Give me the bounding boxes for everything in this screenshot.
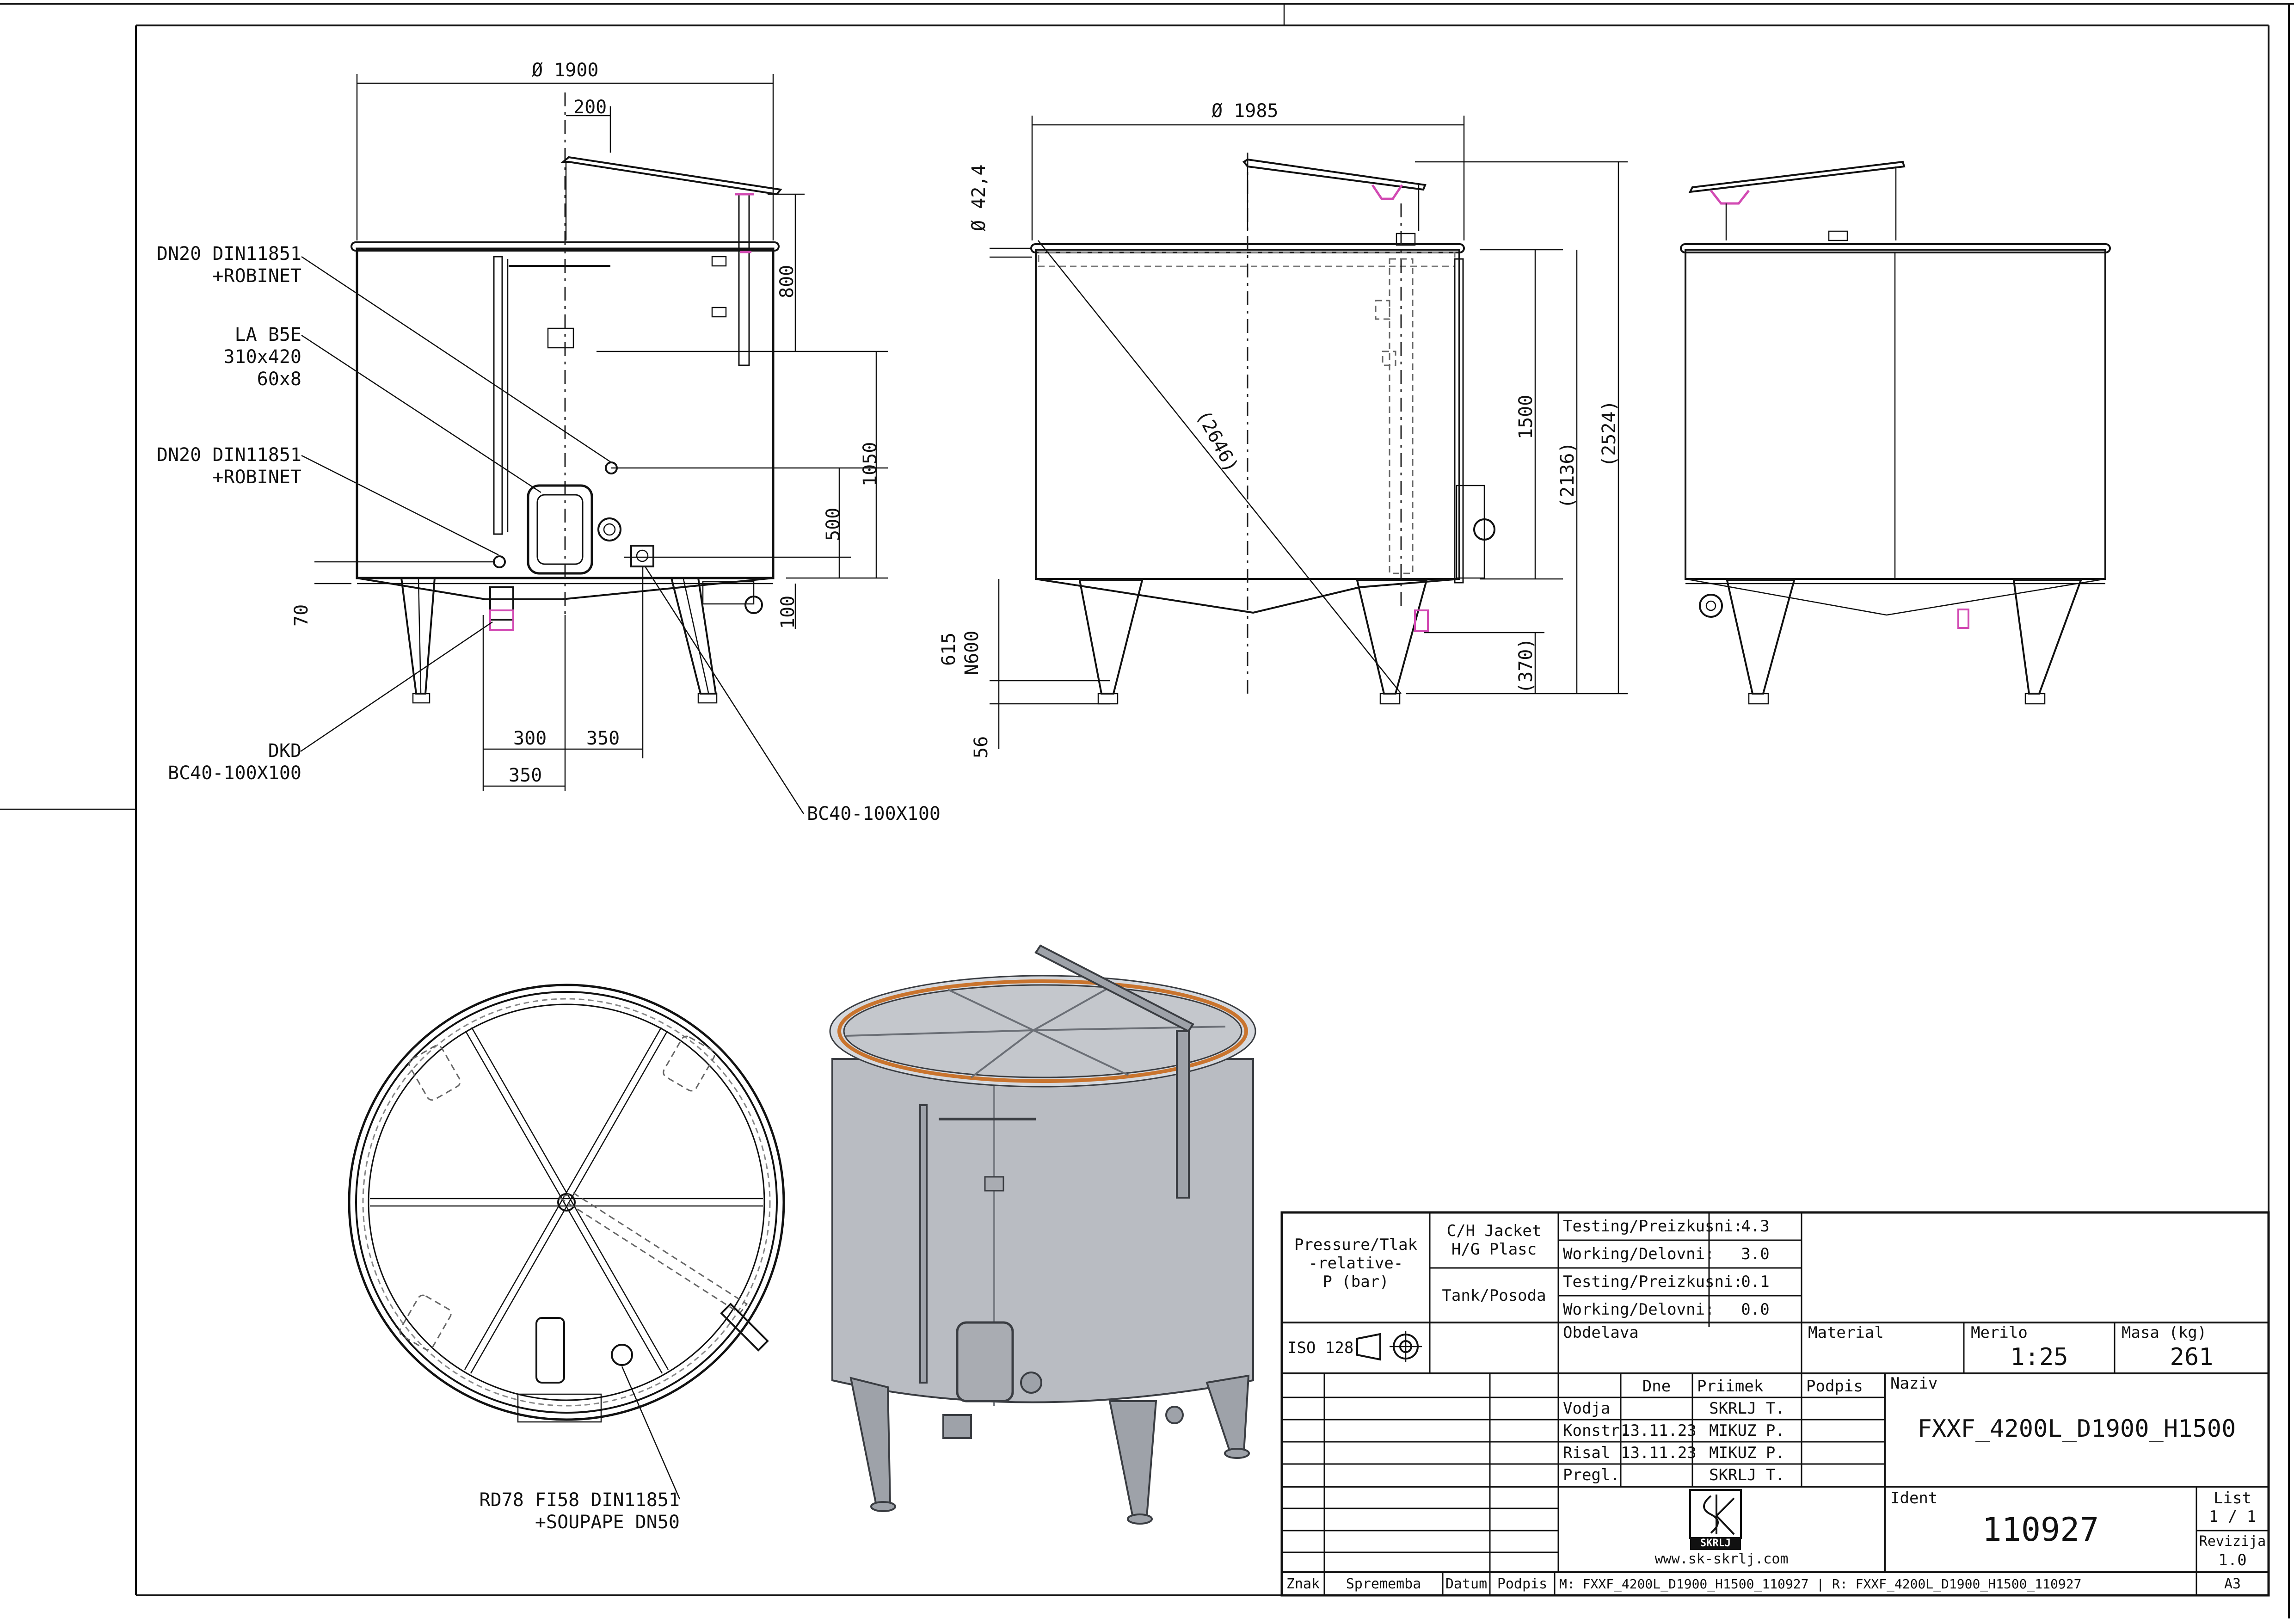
footer-podpis: Podpis (1497, 1576, 1548, 1592)
logo-text: SKRLJ (1700, 1538, 1731, 1549)
staff-3-name: MIKUZ P. (1709, 1444, 1785, 1462)
pressure-label: Pressure/Tlak -relative- P (bar) (1294, 1236, 1418, 1291)
side-foot-a-dim: 615 (938, 632, 959, 666)
tank-label: Tank/Posoda (1442, 1286, 1546, 1305)
side-foot-c-dim: 56 (971, 736, 992, 758)
row-3-label: Testing/Preizkusni: (1563, 1273, 1743, 1291)
ident-value: 110927 (1982, 1511, 2099, 1549)
staff-3-date: 13.11.23 (1621, 1444, 1697, 1462)
sheet-format: A3 (2224, 1576, 2241, 1592)
staff-3-role: Risal (1563, 1444, 1611, 1462)
front-manway-height-dim: 500 (823, 507, 844, 541)
row-3-value: 0.1 (1741, 1273, 1770, 1291)
callout-outlet-right: BC40-100X100 (807, 803, 941, 824)
header-dne: Dne (1642, 1377, 1671, 1396)
plan-view (348, 984, 785, 1500)
jacket-label: C/H Jacket H/G Plasc (1446, 1222, 1542, 1259)
front-leg-b-dim: 350 (586, 728, 620, 749)
rear-view (1680, 160, 2111, 705)
footer-datum: Datum (1445, 1576, 1488, 1592)
material-label: Material (1808, 1323, 1884, 1342)
callout-plan: RD78 FI58 DIN11851 +SOUPAPE DN50 (479, 1489, 680, 1533)
callout-valve-top: DN20 DIN11851 +ROBINET (156, 243, 301, 287)
staff-1-role: Vodja (1563, 1399, 1611, 1418)
revizija-value: 1.0 (2218, 1551, 2247, 1569)
side-leg-height-dim: (370) (1515, 638, 1537, 694)
revizija-label: Revizija (2199, 1533, 2266, 1550)
ident-label: Ident (1890, 1489, 1938, 1507)
side-foot-b-dim: N600 (961, 630, 983, 675)
front-view (300, 74, 888, 814)
staff-4-name: SKRLJ T. (1709, 1466, 1785, 1484)
sheet-frame (0, 3, 2294, 1618)
row-2-value: 3.0 (1741, 1245, 1770, 1263)
front-bottom-height-dim: 100 (777, 595, 799, 629)
side-shell-height-dim: 1500 (1515, 394, 1537, 439)
side-rim-dim: Ø 42,4 (968, 164, 990, 232)
projection-symbol-icon (1356, 1331, 1422, 1362)
title-block-grid (1280, 1211, 2270, 1597)
footer-sprememba: Sprememba (1346, 1576, 1421, 1592)
callout-manway: LA B5E 310x420 60x8 (223, 324, 301, 390)
iso-label: ISO 128 (1287, 1339, 1354, 1357)
side-view (990, 116, 1628, 749)
isometric-view (829, 944, 1256, 1525)
masa-label: Masa (kg) (2122, 1323, 2207, 1342)
callout-outlet-left: DKD BC40-100X100 (168, 740, 301, 784)
header-priimek: Priimek (1697, 1377, 1764, 1396)
callout-valve-bottom: DN20 DIN11851 +ROBINET (156, 444, 301, 488)
naziv-label: Naziv (1890, 1374, 1938, 1393)
row-1-label: Testing/Preizkusni: (1563, 1217, 1743, 1236)
website: www.sk-skrlj.com (1654, 1551, 1789, 1567)
footer-znak: Znak (1286, 1576, 1320, 1592)
front-arm-offset-dim: 200 (573, 97, 607, 118)
staff-1-name: SKRLJ T. (1709, 1399, 1785, 1418)
staff-2-name: MIKUZ P. (1709, 1421, 1785, 1440)
obdelava-label: Obdelava (1563, 1323, 1639, 1342)
row-1-value: 4.3 (1741, 1217, 1770, 1236)
masa-value: 261 (2170, 1343, 2214, 1371)
row-4-value: 0.0 (1741, 1300, 1770, 1319)
row-4-label: Working/Delovni: (1563, 1300, 1715, 1319)
merilo-label: Merilo (1971, 1323, 2028, 1342)
front-leg-c-dim: 350 (509, 765, 542, 786)
footer-model: M: FXXF_4200L_D1900_H1500_110927 | R: FX… (1559, 1576, 2082, 1592)
side-diameter-dim: Ø 1985 (1212, 100, 1279, 122)
naziv-value: FXXF_4200L_D1900_H1500 (1917, 1415, 2236, 1443)
side-total-height-a-dim: (2136) (1557, 442, 1578, 509)
header-podpis: Podpis (1806, 1377, 1863, 1396)
front-sample-height-dim: 1050 (860, 442, 881, 486)
list-value: 1 / 1 (2208, 1507, 2257, 1526)
list-label: List (2214, 1489, 2251, 1507)
staff-2-date: 13.11.23 (1621, 1421, 1697, 1440)
merilo-value: 1:25 (2010, 1343, 2068, 1371)
front-outlet-height-dim: 70 (291, 604, 312, 627)
company-logo-icon (1689, 1489, 1742, 1550)
side-total-height-b-dim: (2524) (1599, 400, 1620, 468)
staff-2-role: Konstr. (1563, 1421, 1630, 1440)
front-diameter-dim: Ø 1900 (532, 60, 599, 81)
front-leg-a-dim: 300 (513, 728, 547, 749)
row-2-label: Working/Delovni: (1563, 1245, 1715, 1263)
staff-4-role: Pregl. (1563, 1466, 1620, 1484)
front-arm-height-dim: 800 (776, 265, 798, 298)
